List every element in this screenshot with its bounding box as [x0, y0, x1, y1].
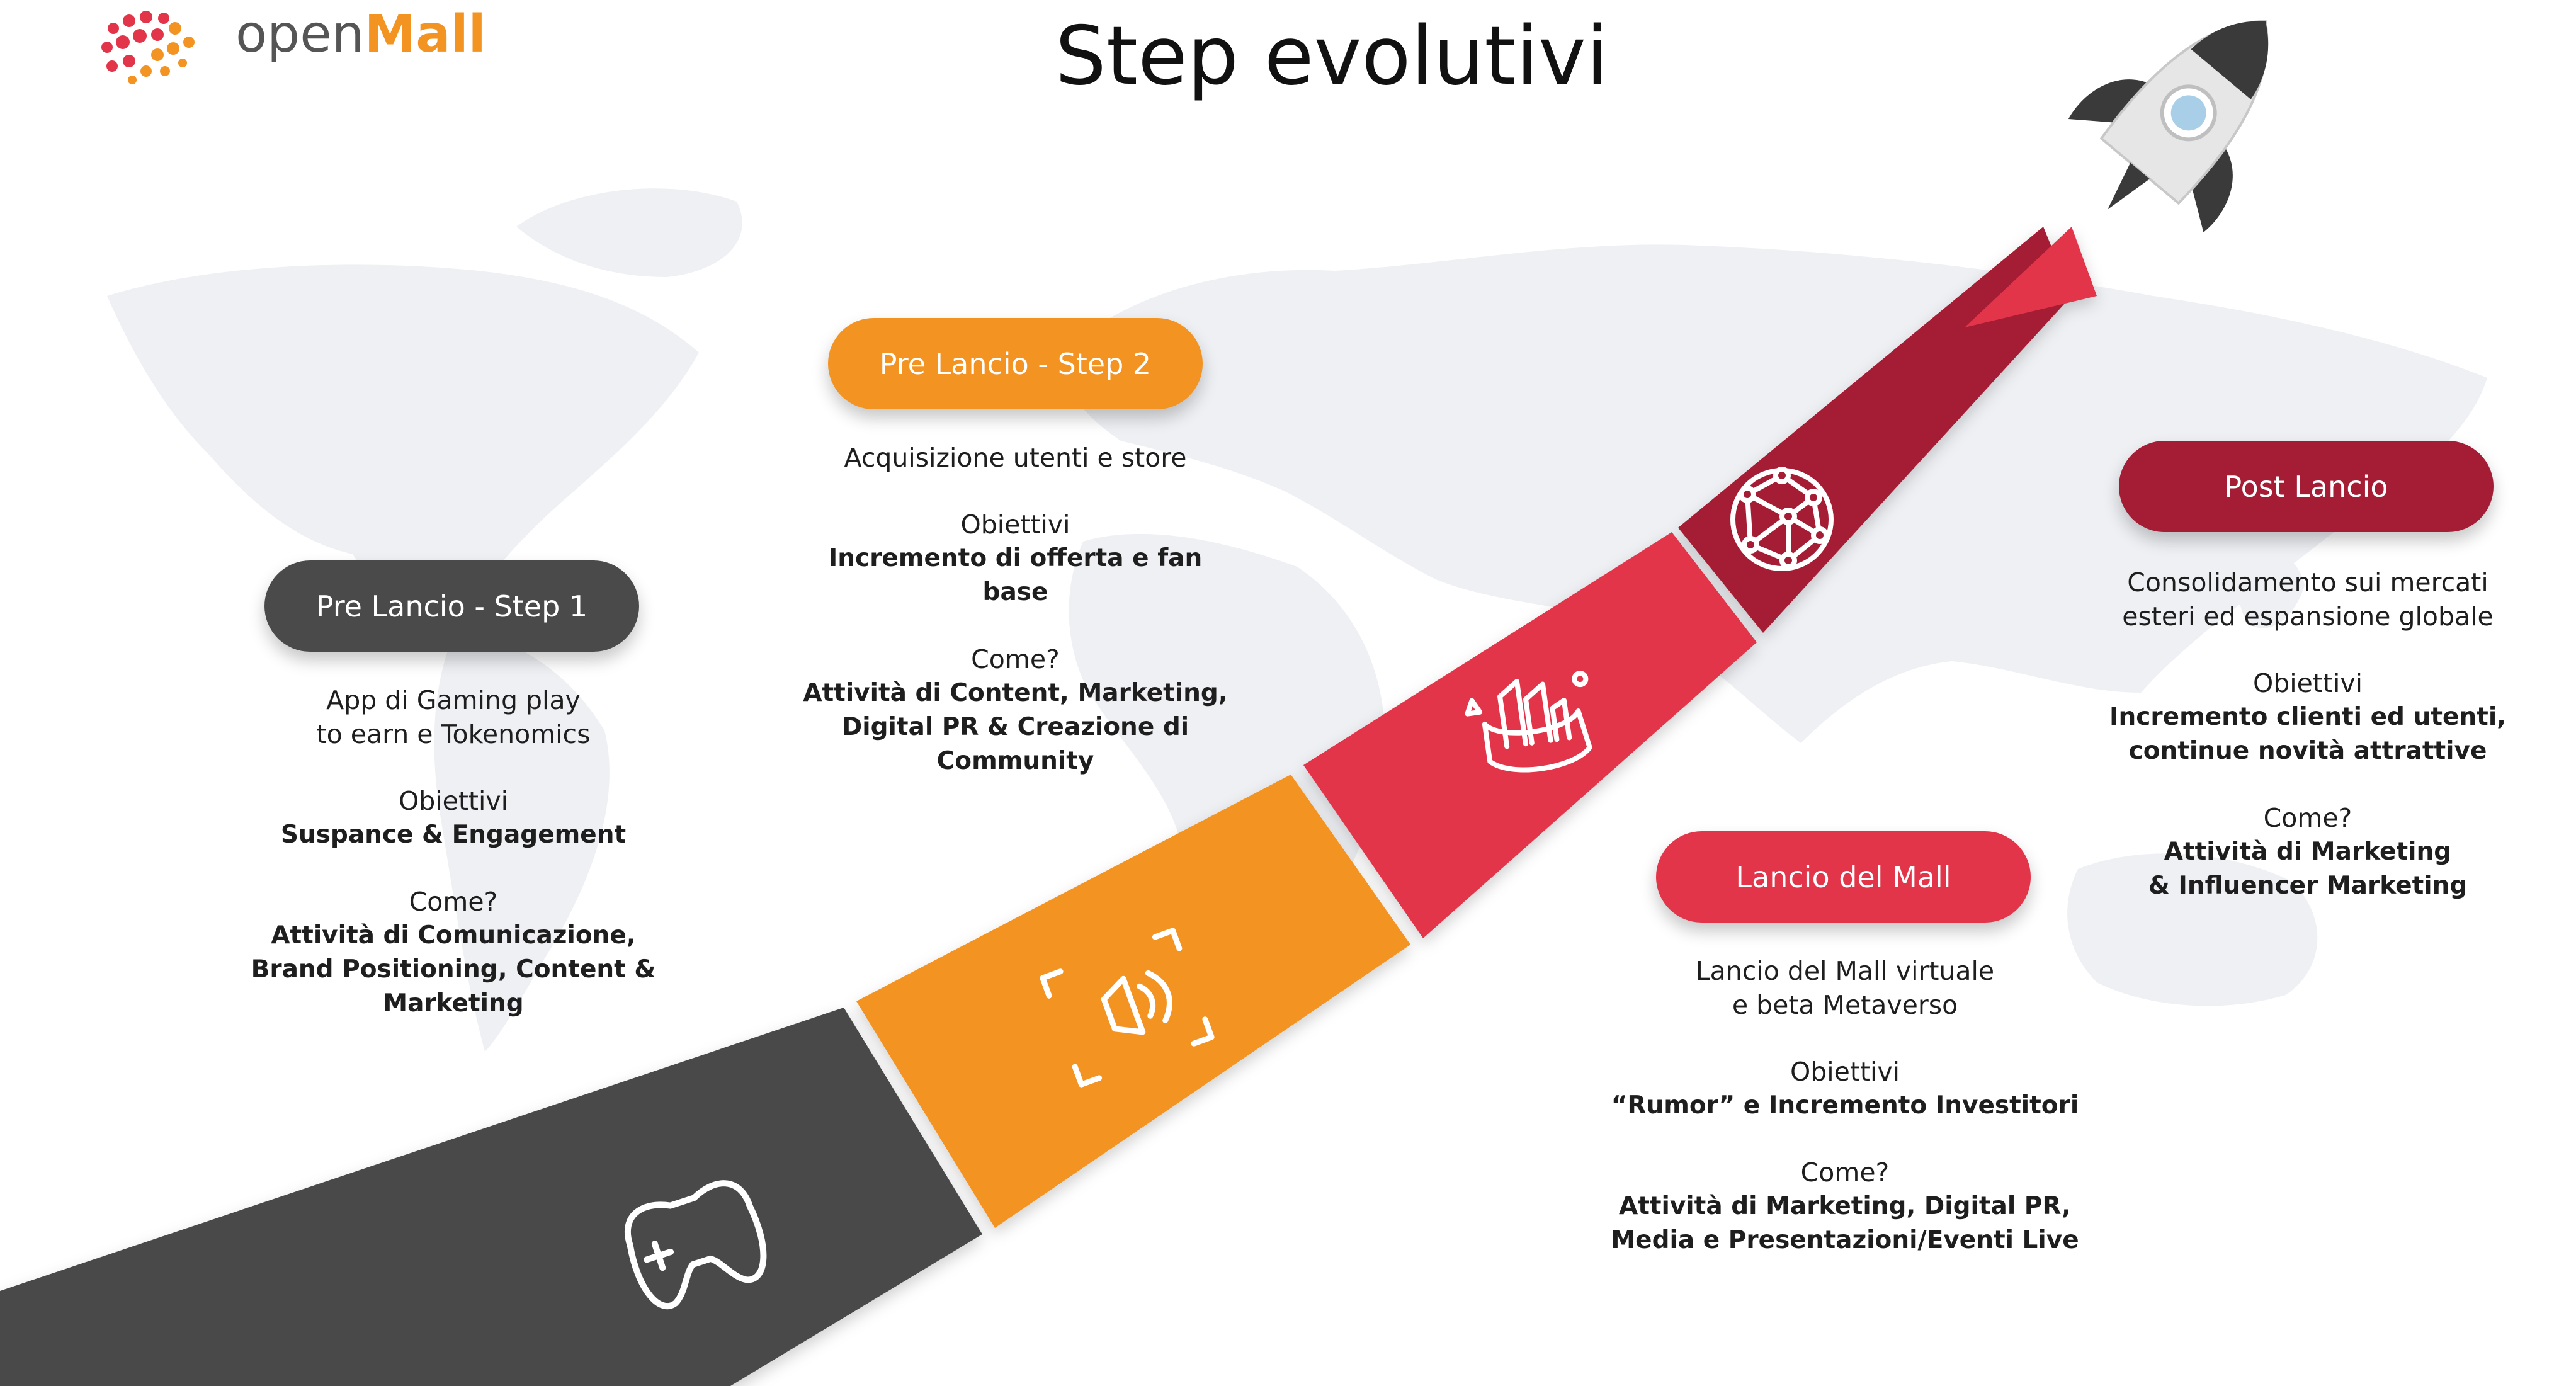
road-segment-step-1 [0, 1008, 982, 1386]
step-2-come-label: Come? [971, 644, 1060, 674]
step-3-come-label: Come? [1800, 1157, 1890, 1188]
step-1-details: App di Gaming play to earn e Tokenomics … [233, 683, 674, 1021]
step-2-details: Acquisizione utenti e store Obiettivi In… [793, 441, 1237, 778]
step-3-come-line: Media e Presentazioni/Eventi Live [1611, 1226, 2079, 1254]
step-4-desc-line: esteri ed espansione globale [2122, 601, 2494, 632]
megaphone-icon [1040, 928, 1215, 1088]
step-2-desc-line: Acquisizione utenti e store [844, 443, 1187, 473]
step-1-come-line: Attività di Comunicazione, [271, 921, 636, 950]
step-4-details: Consolidamento sui mercati esteri ed esp… [2078, 565, 2538, 903]
step-3-pill: Lancio del Mall [1656, 831, 2031, 923]
step-1-pill: Pre Lancio - Step 1 [264, 560, 639, 652]
step-4-come-label: Come? [2263, 803, 2352, 833]
rocket-icon [2068, 20, 2269, 232]
step-3-obiettivi-line: “Rumor” e Incremento Investitori [1611, 1091, 2079, 1120]
step-2-come-line: Attività di Content, Marketing, [803, 679, 1228, 707]
page-title: Step evolutivi [1055, 9, 1609, 103]
rocket-flame [1965, 227, 2097, 327]
step-2-obiettivi-line: Incremento di offerta e fan base [828, 544, 1203, 606]
step-3-obiettivi-label: Obiettivi [1790, 1057, 1900, 1087]
step-2-come-line: Community [936, 747, 1094, 775]
virtual-city-icon [1465, 671, 1592, 773]
road-segment-step-4 [1678, 227, 2072, 633]
step-4-desc-line: Consolidamento sui mercati [2127, 567, 2488, 598]
step-4-obiettivi-label: Obiettivi [2252, 668, 2363, 698]
step-1-come-line: Brand Positioning, Content & [251, 955, 656, 984]
step-1-desc-line: App di Gaming play [326, 685, 581, 715]
step-3-desc-line: Lancio del Mall virtuale [1695, 956, 1995, 986]
step-1-come-label: Come? [409, 887, 498, 917]
step-4-obiettivi-line: Incremento clienti ed utenti, [2109, 703, 2506, 731]
step-2-come-line: Digital PR & Creazione di [841, 713, 1189, 741]
step-4-obiettivi-line: continue novità attrattive [2128, 737, 2487, 765]
step-2-obiettivi-label: Obiettivi [960, 509, 1070, 540]
step-1-obiettivi-label: Obiettivi [398, 786, 509, 816]
gamepad-icon [624, 1180, 767, 1310]
step-1-obiettivi-line: Suspance & Engagement [280, 821, 627, 849]
step-4-pill: Post Lancio [2119, 441, 2494, 532]
step-1-come-line: Marketing [383, 989, 524, 1018]
logo-text: openMall [235, 4, 486, 64]
logo-dots-icon [101, 11, 195, 84]
step-3-details: Lancio del Mall virtuale e beta Metavers… [1593, 954, 2097, 1258]
step-4-come-line: & Influencer Marketing [2148, 872, 2468, 900]
openmall-logo: openMall [94, 0, 486, 94]
step-3-desc-line: e beta Metaverso [1732, 990, 1958, 1020]
step-1-desc-line: to earn e Tokenomics [316, 719, 591, 749]
step-3-come-line: Attività di Marketing, Digital PR, [1619, 1192, 2071, 1220]
step-4-come-line: Attività di Marketing [2164, 838, 2452, 866]
step-2-pill: Pre Lancio - Step 2 [828, 318, 1203, 409]
global-network-icon [1730, 467, 1834, 571]
